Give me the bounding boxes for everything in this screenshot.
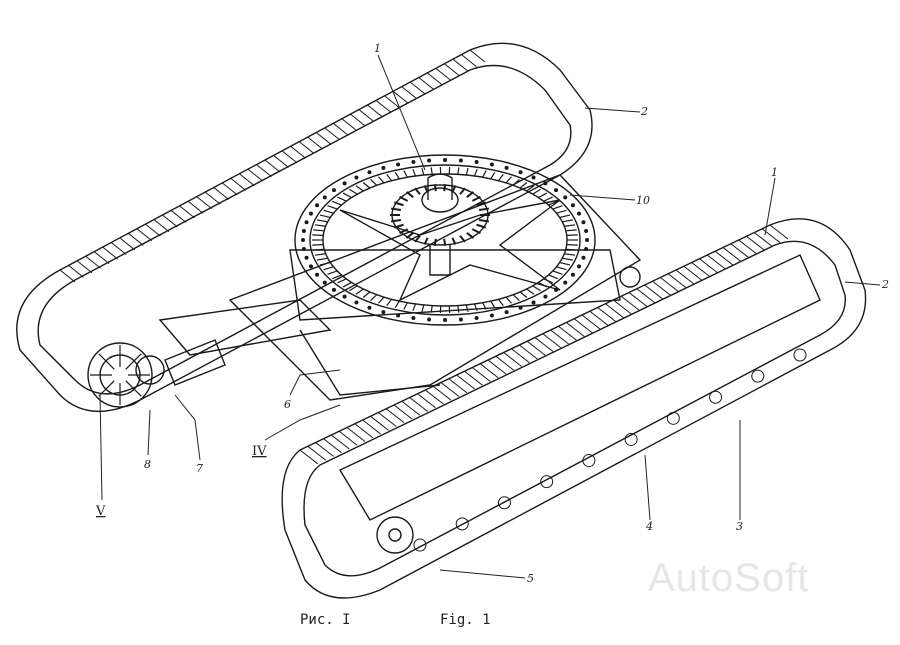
drive-sprocket xyxy=(87,339,226,408)
callout-4: 4 xyxy=(645,520,653,533)
callout-10: 10 xyxy=(636,194,650,207)
callout-IV: IV xyxy=(252,444,267,459)
ring-gear-teeth xyxy=(312,167,578,313)
callout-7: 7 xyxy=(196,462,203,475)
callout-1-right: 1 xyxy=(771,166,778,179)
slewing-ring xyxy=(294,154,596,326)
callout-2-top: 2 xyxy=(640,105,648,118)
callout-2-right: 2 xyxy=(881,278,889,291)
final-drive xyxy=(164,339,226,386)
left-track-shoes xyxy=(59,49,486,283)
callout-labels: 1 2 10 1 2 6 IV 8 7 V 4 3 5 xyxy=(95,42,889,585)
idler-wheel xyxy=(376,516,414,554)
right-track-shoes xyxy=(299,224,789,465)
callout-1-top: 1 xyxy=(374,42,381,55)
callout-8: 8 xyxy=(144,458,151,471)
pinion-gear xyxy=(391,184,489,246)
ring-bolts xyxy=(301,158,589,322)
track-rollers xyxy=(413,348,807,552)
leader-lines xyxy=(99,54,881,579)
callout-5: 5 xyxy=(527,572,534,585)
callout-3: 3 xyxy=(736,520,743,533)
callout-V: V xyxy=(95,504,106,519)
figure-caption-ru: Рис. I xyxy=(300,612,351,628)
left-track xyxy=(16,42,593,412)
central-frame xyxy=(158,174,642,401)
callout-6: 6 xyxy=(284,398,291,411)
autosoft-watermark: AutoSoft xyxy=(648,556,810,600)
right-track xyxy=(281,218,867,599)
hydraulic-fitting xyxy=(619,266,641,288)
figure-caption-en: Fig. 1 xyxy=(440,612,491,628)
